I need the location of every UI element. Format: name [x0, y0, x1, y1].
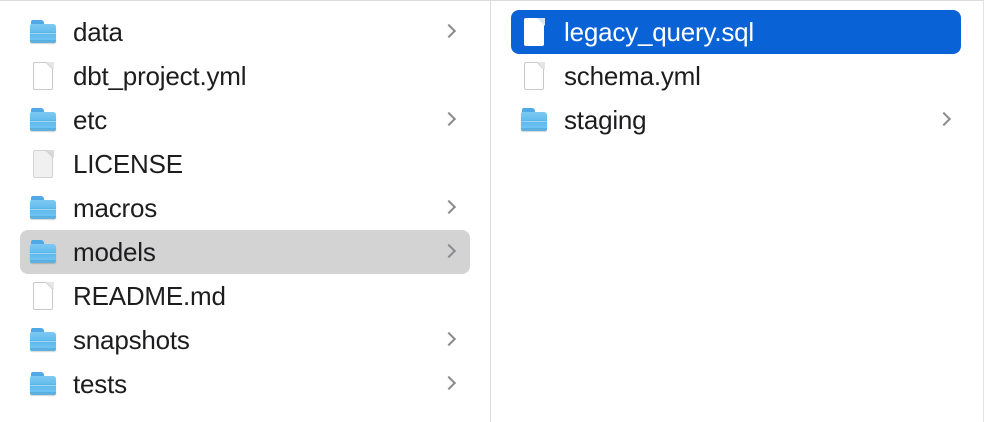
list-item-label: dbt_project.yml [73, 61, 247, 91]
list-item[interactable]: legacy_query.sql [511, 10, 961, 54]
folder-tab [31, 20, 44, 26]
list-item-label: LICENSE [73, 149, 183, 179]
folder-icon [30, 104, 57, 136]
folder-tab [522, 108, 535, 114]
list-item-label: models [73, 237, 156, 267]
folder-body [30, 244, 56, 263]
list-item[interactable]: data [20, 10, 470, 54]
chevron-right-icon[interactable] [443, 329, 456, 351]
list-item-label: schema.yml [564, 61, 701, 91]
document-fold-corner [46, 150, 54, 158]
list-item-label: staging [564, 105, 647, 135]
folder-body [30, 332, 56, 351]
document-icon [521, 60, 548, 92]
chevron-placeholder [938, 65, 951, 87]
list-item[interactable]: staging [511, 98, 961, 142]
list-item[interactable]: etc [20, 98, 470, 142]
document-plain-icon [30, 148, 57, 180]
folder-icon [30, 324, 57, 356]
folder-icon [30, 16, 57, 48]
document-fold-corner [537, 62, 545, 70]
chevron-placeholder [443, 153, 456, 175]
folder-tab [31, 240, 44, 246]
list-item[interactable]: LICENSE [20, 142, 470, 186]
folder-icon [30, 236, 57, 268]
list-item-label: macros [73, 193, 158, 223]
list-item-label: tests [73, 369, 127, 399]
list-item[interactable]: snapshots [20, 318, 470, 362]
folder-tab [31, 328, 44, 334]
list-item[interactable]: README.md [20, 274, 470, 318]
folder-body [30, 112, 56, 131]
document-icon [30, 280, 57, 312]
list-item-label: snapshots [73, 325, 190, 355]
list-item[interactable]: schema.yml [511, 54, 961, 98]
document-fold-corner [46, 282, 54, 290]
document-fold-corner [46, 62, 54, 70]
folder-tab [31, 196, 44, 202]
chevron-placeholder [938, 21, 951, 43]
chevron-right-icon[interactable] [443, 373, 456, 395]
chevron-right-icon[interactable] [443, 21, 456, 43]
chevron-placeholder [443, 285, 456, 307]
folder-icon [30, 192, 57, 224]
folder-tab [31, 108, 44, 114]
chevron-right-icon[interactable] [443, 197, 456, 219]
chevron-placeholder [443, 65, 456, 87]
list-item-label: data [73, 17, 123, 47]
folder-body [30, 376, 56, 395]
folder-body [521, 112, 547, 131]
folder-icon [521, 104, 548, 136]
list-item[interactable]: tests [20, 362, 470, 406]
list-item[interactable]: models [20, 230, 470, 274]
list-item[interactable]: macros [20, 186, 470, 230]
folder-icon [30, 368, 57, 400]
folder-body [30, 200, 56, 219]
document-icon [521, 16, 548, 48]
list-item-label: README.md [73, 281, 226, 311]
document-fold-corner [537, 18, 545, 26]
list-item[interactable]: dbt_project.yml [20, 54, 470, 98]
list-item-label: legacy_query.sql [564, 17, 754, 47]
document-icon [30, 60, 57, 92]
chevron-right-icon[interactable] [443, 241, 456, 263]
chevron-right-icon[interactable] [938, 109, 951, 131]
folder-tab [31, 372, 44, 378]
column-models: legacy_query.sql schema.yml staging [491, 1, 984, 422]
chevron-right-icon[interactable] [443, 109, 456, 131]
list-item-label: etc [73, 105, 108, 135]
folder-body [30, 24, 56, 43]
